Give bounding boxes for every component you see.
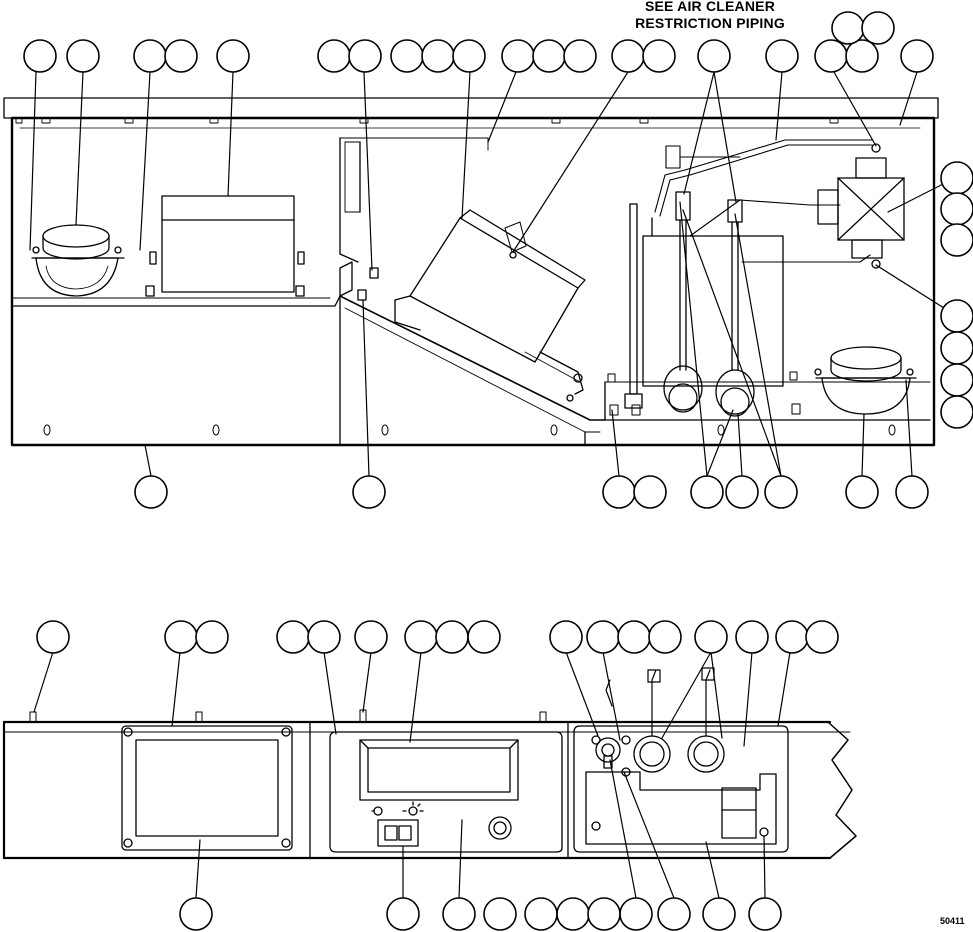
middle-control-panel: [329, 731, 563, 853]
vertical-rod: [624, 203, 643, 409]
dimmer-switch: [377, 819, 419, 847]
left-module-box: [145, 195, 305, 297]
air-cleaner-note: SEE AIR CLEANER RESTRICTION PIPING: [600, 0, 820, 32]
connector-plate: [573, 725, 789, 853]
left-window: [121, 725, 293, 851]
callout-bubbles: [23, 11, 973, 931]
control-lever-2: [715, 199, 755, 417]
small-bracket: [339, 261, 379, 301]
round-knob: [488, 816, 512, 840]
air-cleaner-note-line1: SEE AIR CLEANER: [644, 0, 776, 14]
top-clips: [15, 117, 839, 124]
lower-panel-assembly: [2, 667, 857, 860]
callout-leaders: [29, 71, 956, 899]
right-speaker: [814, 346, 917, 415]
top-pins: [29, 709, 547, 723]
valve-assembly: [817, 143, 905, 269]
top-lip: [3, 97, 939, 119]
left-speaker: [31, 224, 125, 297]
air-cleaner-piping: [654, 139, 873, 263]
control-lever-1: [642, 191, 784, 413]
upper-panel-assembly: [3, 97, 939, 447]
tilted-module-box: [394, 209, 586, 402]
lower-panel-outline: [2, 720, 832, 860]
upper-panel-body: [10, 116, 936, 447]
small-bolts: [607, 371, 801, 416]
cables: [605, 667, 715, 737]
mounting-holes: [43, 424, 896, 436]
figure-number: 50411: [940, 916, 965, 926]
break-line: [827, 721, 857, 859]
air-cleaner-note-line2: RESTRICTION PIPING: [635, 15, 785, 31]
